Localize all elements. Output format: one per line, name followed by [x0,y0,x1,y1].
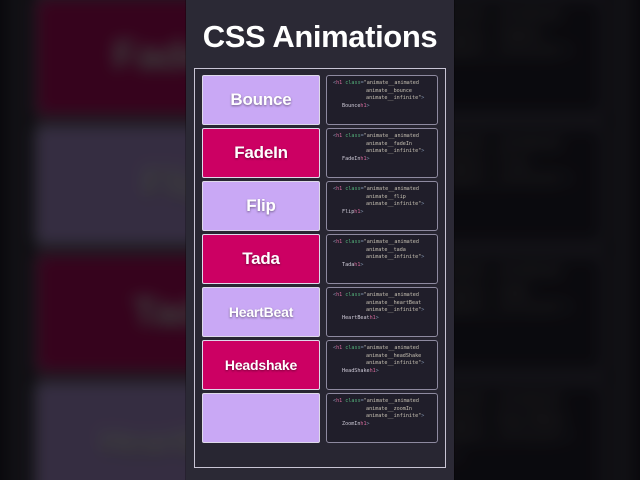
animation-button-flip[interactable]: Flip [202,181,320,231]
animation-button-headShake[interactable]: Headshake [202,340,320,390]
animation-button-fadeIn[interactable]: FadeIn [202,128,320,178]
foreground-column: CSS Animations Bounce<h1 class="animate_… [186,0,454,480]
animation-button-bounce[interactable]: Bounce [202,75,320,125]
animation-button-tada[interactable]: Tada [202,234,320,284]
animation-button-heartBeat[interactable]: HeartBeat [202,287,320,337]
left-vignette [0,0,188,480]
right-vignette [452,0,640,480]
page-title: CSS Animations [202,19,438,54]
animation-button-zoomIn[interactable] [202,393,320,443]
